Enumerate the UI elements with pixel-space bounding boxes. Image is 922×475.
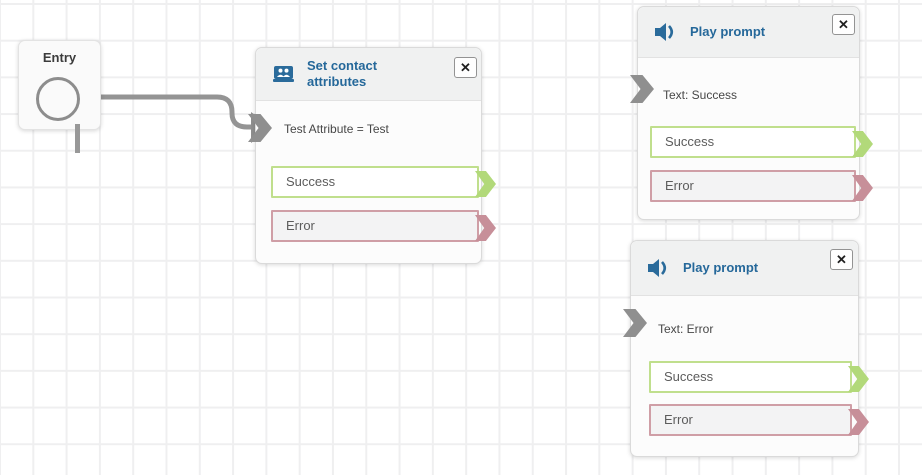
output-row-error[interactable]: Error — [649, 404, 869, 436]
output-label: Error — [286, 218, 315, 233]
error-port-icon[interactable] — [475, 215, 496, 241]
close-icon[interactable]: ✕ — [832, 14, 855, 35]
output-label: Error — [665, 178, 694, 193]
output-row-error[interactable]: Error — [271, 210, 496, 242]
node-header[interactable]: Set contact attributes — [256, 48, 481, 101]
node-input-text: Text: Success — [663, 88, 738, 102]
node-title: Play prompt — [683, 260, 759, 275]
node-play-prompt-success[interactable]: Play prompt ✕ Text: Success Success Erro… — [630, 6, 873, 220]
output-label: Error — [664, 412, 693, 427]
node-play-prompt-error[interactable]: Play prompt ✕ Text: Error Success Error — [623, 240, 869, 457]
output-row-success[interactable]: Success — [649, 361, 869, 393]
output-label: Success — [286, 174, 336, 189]
success-port-icon[interactable] — [475, 171, 496, 197]
entry-node[interactable]: Entry — [18, 40, 101, 153]
success-port-icon[interactable] — [852, 131, 873, 157]
output-row-success[interactable]: Success — [271, 166, 496, 198]
node-header[interactable]: Play prompt — [631, 241, 858, 296]
node-input-text: Test Attribute = Test — [284, 122, 389, 136]
close-icon[interactable]: ✕ — [454, 57, 477, 78]
input-port-icon[interactable] — [248, 114, 272, 142]
input-port-icon[interactable] — [630, 75, 654, 103]
entry-port-bar-icon — [75, 124, 80, 153]
output-label: Success — [664, 369, 714, 384]
node-title: Set contact attributes — [307, 58, 378, 89]
close-icon[interactable]: ✕ — [830, 249, 853, 270]
entry-port-icon[interactable] — [36, 77, 80, 153]
entry-label: Entry — [42, 50, 77, 65]
output-row-error[interactable]: Error — [650, 170, 873, 202]
node-title: Play prompt — [690, 24, 766, 39]
error-port-icon[interactable] — [848, 409, 869, 435]
error-port-icon[interactable] — [852, 175, 873, 201]
node-input-text: Text: Error — [658, 322, 714, 336]
node-header[interactable]: Play prompt — [638, 7, 859, 58]
contact-attributes-icon — [273, 65, 294, 82]
speaker-icon — [655, 23, 674, 41]
output-label: Success — [665, 134, 715, 149]
node-set-contact-attributes[interactable]: Set contact attributes ✕ Test Attribute … — [248, 47, 496, 264]
output-row-success[interactable]: Success — [650, 126, 873, 158]
input-port-icon[interactable] — [623, 309, 647, 337]
speaker-icon — [648, 259, 667, 277]
success-port-icon[interactable] — [848, 366, 869, 392]
